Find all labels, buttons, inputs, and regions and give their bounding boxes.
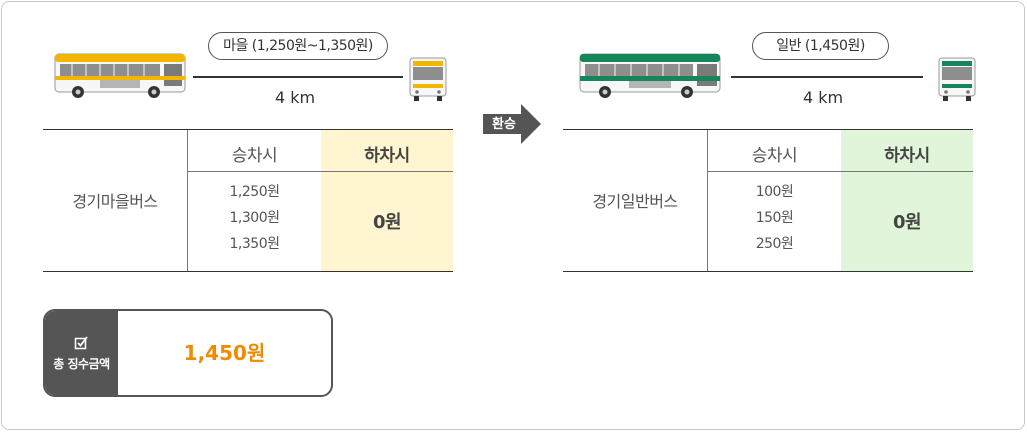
- route2-table-divider: [707, 130, 708, 271]
- transfer-arrow-icon: [483, 104, 541, 144]
- route1-table-header-divider: [188, 171, 453, 172]
- route2-distance: 4 km: [802, 88, 844, 107]
- total-fare-value: 1,450원: [183, 341, 266, 365]
- route2-company: 경기일반버스: [592, 192, 678, 211]
- route1-board-fare: 1,250원: [229, 184, 280, 200]
- route1-alight-header: 하차시: [364, 146, 410, 166]
- route2-distance-line: [731, 76, 923, 78]
- route2-alight-highlight: [841, 130, 973, 271]
- route2-board-fare: 100원: [755, 184, 794, 200]
- route2-board-fares: 100원 150원 250원: [708, 179, 841, 257]
- route1-company: 경기마을버스: [72, 192, 158, 211]
- route2-alight-fare: 0원: [892, 212, 922, 233]
- village-bus-side-icon: [54, 53, 186, 98]
- route1-alight-highlight: [321, 130, 453, 271]
- route2-board-fare: 250원: [755, 236, 794, 252]
- route1-board-fare: 1,300원: [229, 210, 280, 226]
- route1-alight-fare: 0원: [372, 212, 402, 233]
- route1-board-fare: 1,350원: [229, 236, 280, 252]
- route1-distance-line: [193, 76, 403, 78]
- total-label-panel: 총 징수금액: [45, 311, 118, 395]
- route1-table-bottom-border: [43, 271, 453, 272]
- route1-table-divider: [187, 130, 188, 271]
- route2-board-fare: 150원: [755, 210, 794, 226]
- total-label: 총 징수금액: [53, 357, 110, 371]
- route1-table-top-border: [43, 129, 453, 130]
- route1-distance: 4 km: [274, 88, 316, 107]
- route2-table-top-border: [563, 129, 973, 130]
- route2-alight-header: 하차시: [884, 146, 930, 166]
- route1-board-fares: 1,250원 1,300원 1,350원: [188, 179, 321, 257]
- transfer-label: 환승: [492, 117, 516, 132]
- regular-bus-side-icon: [579, 53, 721, 98]
- route2-label: 일반 (1,450원): [752, 32, 889, 60]
- route2-table-bottom-border: [563, 271, 973, 272]
- total-fare-box: 총 징수금액 1,450원: [43, 309, 333, 397]
- route2-board-header: 승차시: [751, 146, 798, 166]
- village-bus-front-icon: [409, 57, 447, 101]
- route1-label: 마을 (1,250원~1,350원): [208, 32, 388, 60]
- regular-bus-front-icon: [938, 57, 976, 101]
- route2-table-header-divider: [708, 171, 973, 172]
- checkbox-icon: [74, 336, 88, 350]
- route1-board-header: 승차시: [231, 146, 278, 166]
